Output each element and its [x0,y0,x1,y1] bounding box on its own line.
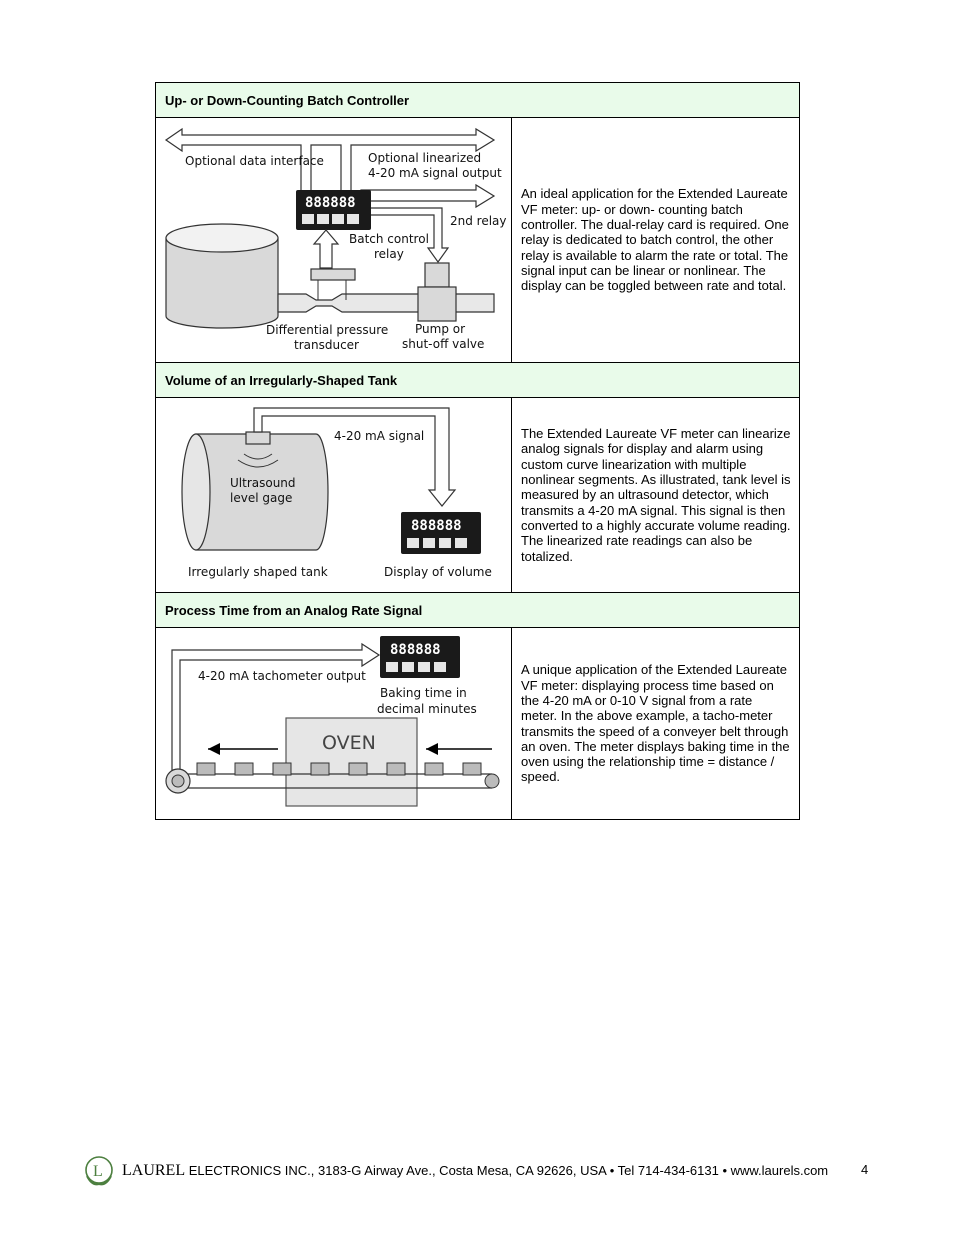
supply-tank [165,223,279,329]
section-title: Volume of an Irregularly-Shaped Tank [155,362,800,398]
footer-address: LAUREL ELECTRONICS INC., 3183-G Airway A… [122,1162,828,1180]
oven-conveyor-diagram: 888888 OVEN [165,636,500,807]
label-optional-data-interface: Optional data interface [185,154,324,168]
label-ultrasound: Ultrasound [230,476,296,490]
label-differential-pressure: Differential pressure [266,323,388,337]
meter-digits: 888888 [305,195,356,211]
panel-meter: 888888 [296,190,371,230]
tachometer-arrow [171,642,381,781]
label-baking-time: Baking time in [380,686,467,700]
label-oven: OVEN [322,732,376,754]
section-row-process-time: 888888 OVEN [155,627,800,820]
description-tank: The Extended Laureate VF meter can linea… [511,397,800,593]
label-signal: 4-20 mA signal [334,429,424,443]
section-row-batch: 888888 Option [155,117,800,363]
label-2nd-relay: 2nd relay [450,214,507,228]
laurel-logo-icon: L [85,1156,113,1186]
label-transducer: transducer [294,338,359,352]
figure-oven-conveyor: 888888 OVEN [155,627,512,820]
label-optional-linearized: Optional linearized [368,151,481,165]
batch-controller-diagram: 888888 Option [164,127,507,352]
panel-meter: 888888 [380,636,460,678]
section-header-tank: Volume of an Irregularly-Shaped Tank [155,362,800,398]
horizontal-tank [181,433,329,551]
label-shut-off-valve: shut-off valve [402,337,484,351]
figure-irregular-tank: 888888 4-20 mA signal Ultrasound level g… [155,397,512,593]
panel-meter: 888888 [401,512,481,554]
meter-digits: 888888 [390,642,441,658]
svg-text:L: L [93,1163,103,1180]
pump-valve [424,262,450,288]
label-pump-or: Pump or [415,322,465,336]
section-header-process-time: Process Time from an Analog Rate Signal [155,592,800,628]
description-batch: An ideal application for the Extended La… [511,117,800,363]
footer-brand: LAUREL [122,1162,186,1179]
label-decimal-minutes: decimal minutes [377,702,477,716]
pipe [277,293,495,313]
label-batch-control: Batch control [349,232,429,246]
label-relay: relay [374,247,404,261]
figure-batch-controller: 888888 Option [155,117,512,363]
section-header-batch: Up- or Down-Counting Batch Controller [155,82,800,118]
meter-digits: 888888 [411,518,462,534]
label-signal-output: 4-20 mA signal output [368,166,502,180]
section-row-tank: 888888 4-20 mA signal Ultrasound level g… [155,397,800,593]
page-footer: L LAUREL ELECTRONICS INC., 3183-G Airway… [82,1154,882,1188]
applications-table: Up- or Down-Counting Batch Controller 88… [155,82,800,820]
dp-transducer [310,268,356,281]
label-display-volume: Display of volume [384,565,492,579]
relay-output-arrow [360,183,496,209]
label-level-gage: level gage [230,491,292,505]
ultrasound-sensor [245,431,271,445]
label-irregular-tank: Irregularly shaped tank [188,565,328,579]
oven-box [285,717,418,807]
section-title: Process Time from an Analog Rate Signal [155,592,800,628]
conveyor-items [196,762,482,776]
description-process-time: A unique application of the Extended Lau… [511,627,800,820]
batch-control-arrow [312,229,340,269]
footer-contact: ELECTRONICS INC., 3183-G Airway Ave., Co… [185,1163,829,1178]
idler-pulley [484,773,500,789]
signal-line-arrow [253,407,457,507]
page-number: 4 [861,1162,869,1177]
section-title: Up- or Down-Counting Batch Controller [155,82,800,118]
irregular-tank-diagram: 888888 4-20 mA signal Ultrasound level g… [181,407,492,579]
label-tachometer-output: 4-20 mA tachometer output [198,669,366,683]
